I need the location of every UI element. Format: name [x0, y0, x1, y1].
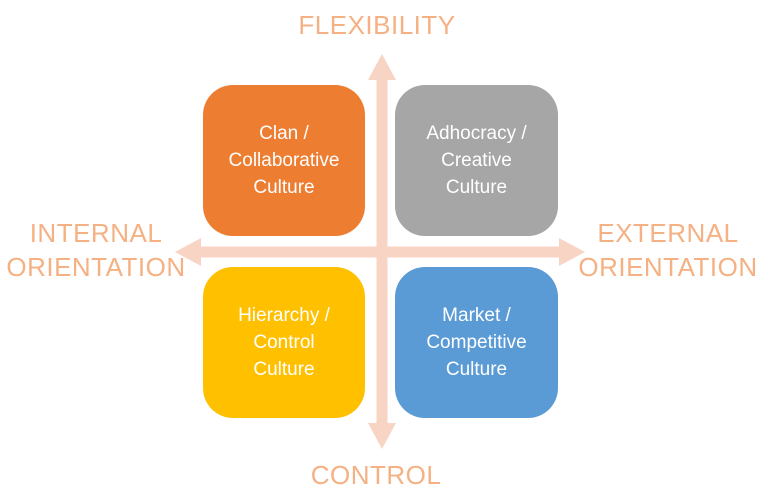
axis-label-internal-line2: ORIENTATION	[6, 252, 186, 282]
horizontal-axis-arrow-icon	[175, 238, 585, 266]
quadrant-adhocracy-creative: Adhocracy / Creative Culture	[395, 85, 558, 236]
axis-label-external-orientation: EXTERNAL ORIENTATION	[570, 216, 766, 284]
quadrant-market-competitive: Market / Competitive Culture	[395, 267, 558, 418]
quadrant-adhocracy-label: Adhocracy / Creative Culture	[426, 123, 527, 198]
axis-label-internal-line1: INTERNAL	[29, 218, 163, 248]
quadrant-hierarchy-label: Hierarchy / Control Culture	[238, 305, 330, 380]
axis-label-internal-orientation: INTERNAL ORIENTATION	[0, 216, 194, 284]
quadrant-clan-label: Clan / Collaborative Culture	[228, 123, 340, 198]
quadrant-hierarchy-control: Hierarchy / Control Culture	[203, 267, 365, 418]
axis-label-external-line1: EXTERNAL	[597, 218, 739, 248]
axis-label-flexibility: FLEXIBILITY	[298, 10, 456, 40]
axis-label-external-line2: ORIENTATION	[578, 252, 758, 282]
quadrant-clan-collaborative: Clan / Collaborative Culture	[203, 85, 365, 236]
axis-label-control: CONTROL	[310, 460, 442, 490]
quadrant-market-label: Market / Competitive Culture	[426, 305, 527, 380]
